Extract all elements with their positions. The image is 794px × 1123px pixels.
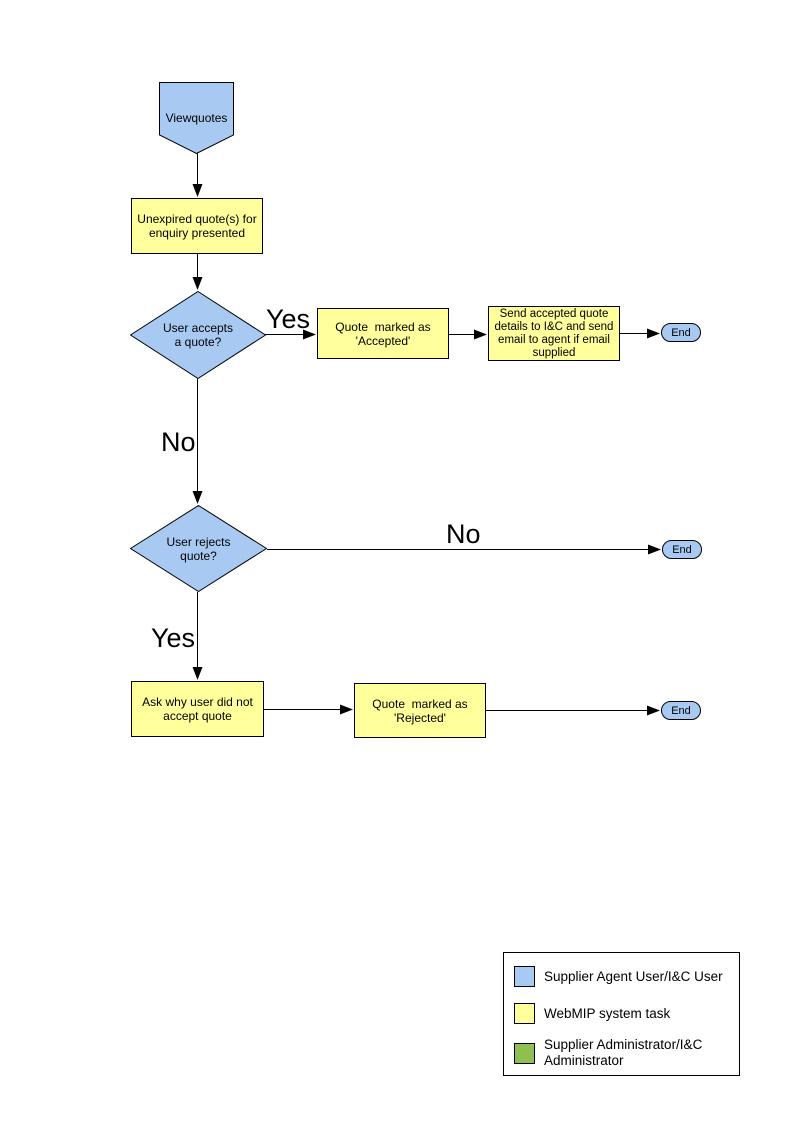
arrowhead-down-icon [192, 184, 203, 197]
arrowhead-down-icon [192, 491, 203, 504]
node-present-quotes-label: Unexpired quote(s) for enquiry presented [137, 212, 257, 240]
edge-label-accept-no: No [161, 427, 196, 457]
diamond-shape [130, 291, 266, 379]
node-ask-why-label: Ask why user did not accept quote [142, 695, 253, 723]
legend: Supplier Agent User/I&C User WebMIP syst… [503, 952, 740, 1076]
node-end-accept-label: End [671, 326, 691, 339]
arrowhead-down-icon [192, 277, 203, 290]
node-end-no-reject-label: End [672, 543, 692, 556]
node-end-no-reject: End [662, 540, 702, 559]
legend-swatch-user-icon [514, 966, 535, 987]
edge-label-reject-yes: Yes [151, 623, 196, 653]
node-mark-accepted-label: Quote marked as 'Accepted' [335, 319, 431, 348]
diamond-shape [130, 505, 267, 592]
legend-label-system: WebMIP system task [544, 1005, 671, 1021]
legend-swatch-admin-icon [514, 1042, 535, 1064]
node-end-reject-label: End [671, 704, 691, 717]
arrowhead-right-icon [340, 704, 353, 715]
node-mark-accepted: Quote marked as 'Accepted' [317, 308, 449, 359]
node-start-label: Viewquotes [165, 111, 228, 125]
arrowhead-right-icon [647, 705, 660, 716]
node-mark-rejected-label: Quote marked as 'Rejected' [372, 696, 468, 725]
legend-item-admin: Supplier Administrator/I&C Administrator [514, 1037, 702, 1069]
node-present-quotes: Unexpired quote(s) for enquiry presented [131, 198, 263, 254]
edge-label-reject-no: No [446, 519, 481, 549]
arrowhead-right-icon [648, 544, 661, 555]
legend-swatch-system-icon [514, 1003, 535, 1024]
arrowhead-right-icon [647, 328, 660, 339]
pentagon-shape [159, 82, 234, 154]
node-start-viewquotes: Viewquotes [159, 82, 234, 154]
arrowhead-down-icon [192, 667, 203, 680]
node-accept-decision: User accepts a quote? [130, 291, 266, 379]
node-send-details: Send accepted quote details to I&C and s… [488, 306, 620, 361]
arrowhead-right-icon [474, 329, 487, 340]
node-reject-decision-label: User rejects quote? [166, 534, 231, 563]
legend-label-user: Supplier Agent User/I&C User [544, 968, 723, 984]
arrowhead-right-icon [303, 329, 316, 340]
node-ask-why: Ask why user did not accept quote [131, 681, 264, 737]
node-reject-decision: User rejects quote? [130, 505, 267, 592]
legend-item-user: Supplier Agent User/I&C User [514, 966, 723, 987]
legend-item-system: WebMIP system task [514, 1003, 670, 1024]
edge-label-accept-yes: Yes [266, 304, 311, 334]
node-accept-decision-label: User accepts a quote? [162, 321, 234, 349]
node-end-accept: End [661, 323, 701, 342]
node-send-details-label: Send accepted quote details to I&C and s… [494, 307, 614, 359]
node-end-reject: End [661, 701, 701, 720]
node-mark-rejected: Quote marked as 'Rejected' [354, 683, 486, 738]
legend-label-admin: Supplier Administrator/I&C Administrator [544, 1037, 703, 1068]
